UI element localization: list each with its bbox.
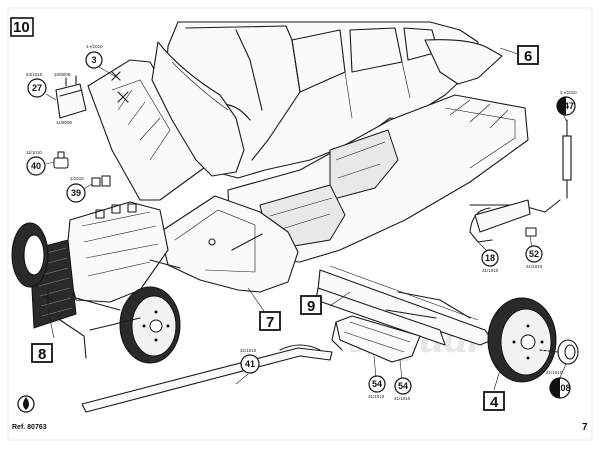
subassembly-4-label: 4 bbox=[483, 391, 505, 411]
part-40-clip bbox=[53, 151, 69, 169]
part-3-callout: 3 3 ▪/1010 bbox=[85, 44, 103, 69]
svg-text:9: 9 bbox=[307, 298, 315, 315]
svg-text:53/1010: 53/1010 bbox=[26, 72, 43, 77]
muffler-brackets bbox=[331, 315, 421, 363]
svg-text:40: 40 bbox=[31, 161, 41, 171]
svg-text:41: 41 bbox=[245, 359, 255, 369]
svg-text:18: 18 bbox=[485, 253, 495, 263]
subassembly-8-label: 8 bbox=[31, 343, 53, 363]
svg-text:15/9008: 15/9008 bbox=[54, 72, 71, 77]
svg-text:7: 7 bbox=[266, 314, 274, 331]
part-52-bracket bbox=[525, 227, 537, 237]
hub-cap bbox=[557, 339, 579, 365]
part-53-callout: 54 31/1010 bbox=[394, 377, 412, 401]
step-number-box: 10 bbox=[10, 17, 34, 37]
shock-absorber bbox=[562, 119, 572, 199]
front-floor-section bbox=[159, 195, 299, 293]
svg-text:11/9008: 11/9008 bbox=[56, 120, 72, 125]
part-54-number: 54 bbox=[372, 379, 382, 389]
part-52-callout: 52 31/1010 bbox=[525, 245, 543, 269]
glue-drop-icon bbox=[17, 395, 35, 413]
svg-text:47: 47 bbox=[564, 101, 574, 111]
part-18-callout: 18 31/1010 bbox=[481, 249, 499, 273]
part-39-callout: 39 1/1010 bbox=[66, 176, 86, 203]
page-number: 7 bbox=[582, 422, 588, 433]
svg-text:4: 4 bbox=[490, 394, 499, 411]
front-wheel-left bbox=[11, 222, 49, 288]
exhaust-pipe bbox=[81, 344, 333, 413]
svg-text:11/1010: 11/1010 bbox=[26, 150, 42, 155]
reference-code: Ref. 80763 bbox=[12, 424, 47, 431]
front-wheel-right bbox=[119, 286, 181, 364]
engine bbox=[65, 201, 181, 303]
svg-text:31/1010: 31/1010 bbox=[240, 348, 257, 353]
svg-text:31/1010: 31/1010 bbox=[546, 370, 563, 375]
svg-text:31/1010: 31/1010 bbox=[482, 268, 499, 273]
part-27-box bbox=[55, 75, 87, 119]
part-54-callout: 31/1010 54 bbox=[368, 375, 386, 399]
svg-text:31/1010: 31/1010 bbox=[368, 394, 385, 399]
svg-text:1/1010: 1/1010 bbox=[70, 176, 84, 181]
rear-wheel bbox=[487, 297, 557, 383]
part-47-callout: 47 3 ▪/1010 bbox=[556, 90, 577, 116]
svg-text:108: 108 bbox=[555, 383, 570, 393]
svg-text:3: 3 bbox=[91, 55, 96, 65]
part-40-callout: 40 11/1010 bbox=[26, 150, 46, 176]
cowl bbox=[151, 41, 245, 177]
svg-text:27: 27 bbox=[32, 83, 42, 93]
svg-text:54: 54 bbox=[398, 381, 408, 391]
part-39-clip bbox=[91, 175, 111, 187]
chassis-frame bbox=[315, 199, 561, 346]
part-18-bracket bbox=[469, 231, 493, 243]
subassembly-7-label: 7 bbox=[259, 311, 281, 331]
subassembly-6-label: 6 bbox=[517, 45, 539, 65]
step-number: 10 bbox=[13, 19, 30, 36]
svg-text:8: 8 bbox=[38, 346, 46, 363]
part-41-callout: 41 31/1010 bbox=[240, 348, 260, 374]
svg-text:52: 52 bbox=[529, 249, 539, 259]
svg-text:6: 6 bbox=[524, 48, 532, 65]
svg-text:31/1010: 31/1010 bbox=[526, 264, 543, 269]
svg-text:3 ▪/1010: 3 ▪/1010 bbox=[560, 90, 577, 95]
svg-text:31/1010: 31/1010 bbox=[394, 396, 411, 401]
part-108-callout: 108 31/1010 bbox=[546, 370, 571, 399]
part-27-callout: 27 53/1010 15/9008 11/9008 bbox=[26, 72, 72, 125]
car-body-shell bbox=[165, 21, 529, 263]
subassembly-9-label: 9 bbox=[300, 295, 322, 315]
svg-text:39: 39 bbox=[71, 188, 81, 198]
svg-text:3 ▪/1010: 3 ▪/1010 bbox=[86, 44, 103, 49]
